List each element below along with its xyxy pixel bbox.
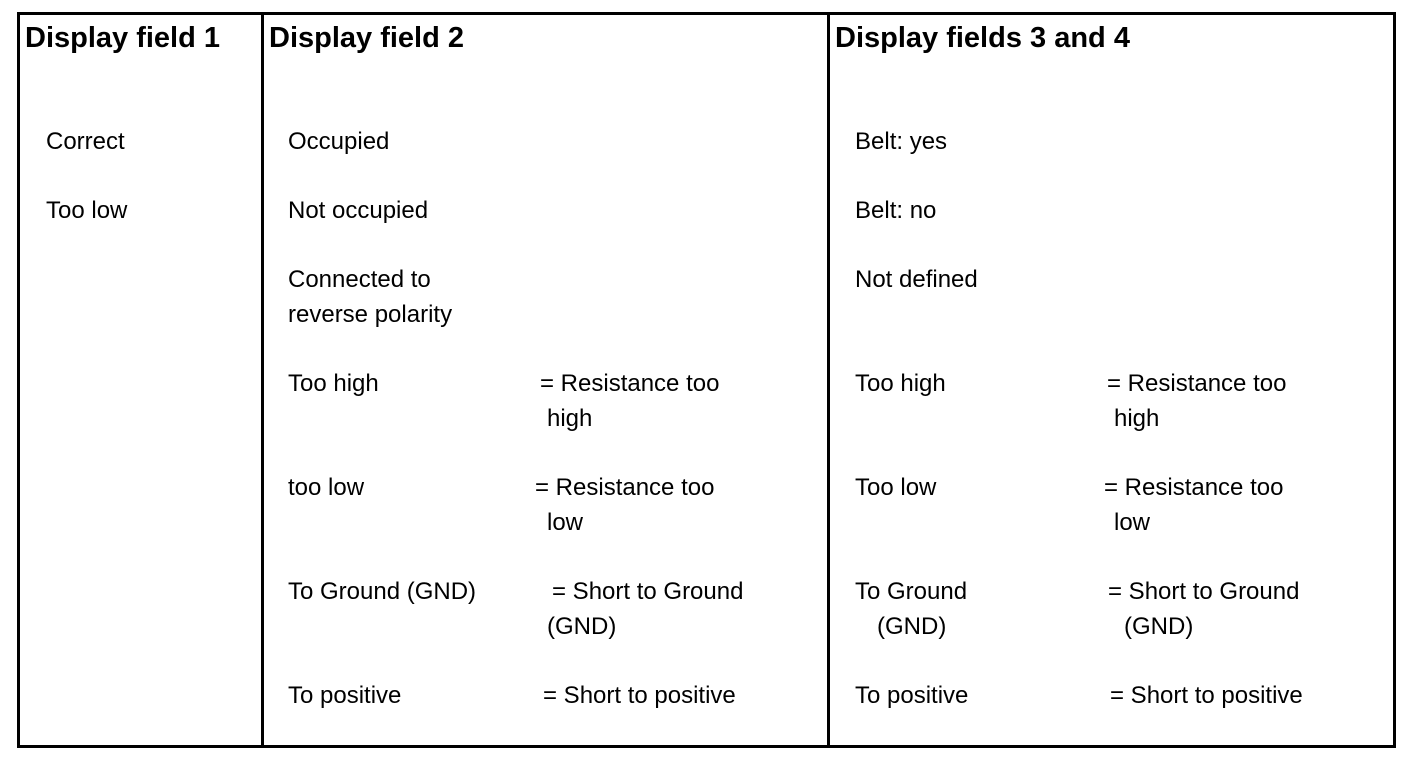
field1-item-too-low: Too low bbox=[46, 197, 128, 224]
field34-term-not-defined: Not defined bbox=[855, 266, 978, 293]
field34-term-to-positive: To positive bbox=[855, 682, 969, 709]
field34-meaning-too-high-line2: high bbox=[1114, 405, 1160, 432]
field2-term-to-positive: To positive bbox=[288, 682, 402, 709]
field2-meaning-too-low-line2: low bbox=[547, 509, 584, 536]
field2-term-to-ground: To Ground (GND) bbox=[288, 578, 477, 605]
field34-meaning-too-low-line2: low bbox=[1114, 509, 1151, 536]
field2-term-reverse-polarity-line2: reverse polarity bbox=[288, 301, 453, 328]
field34-meaning-to-ground-line1: = Short to Ground bbox=[1108, 578, 1300, 605]
column-divider-1 bbox=[261, 15, 264, 745]
field34-term-to-ground-line2: (GND) bbox=[877, 613, 947, 640]
field2-term-reverse-polarity-line1: Connected to bbox=[288, 266, 431, 293]
header-display-field-2: Display field 2 bbox=[269, 22, 465, 54]
field34-term-too-high: Too high bbox=[855, 370, 946, 397]
field2-meaning-to-ground-line1: = Short to Ground bbox=[552, 578, 744, 605]
field2-meaning-too-high-line2: high bbox=[547, 405, 593, 432]
field2-meaning-too-high-line1: = Resistance too bbox=[540, 370, 720, 397]
field2-meaning-to-ground-line2: (GND) bbox=[547, 613, 617, 640]
field34-meaning-to-ground-line2: (GND) bbox=[1124, 613, 1194, 640]
field34-meaning-to-positive: = Short to positive bbox=[1110, 682, 1303, 709]
display-fields-table: Display field 1 Correct Too low Display … bbox=[17, 12, 1396, 748]
column-divider-2 bbox=[827, 15, 830, 745]
field34-term-too-low: Too low bbox=[855, 474, 937, 501]
field2-meaning-too-low-line1: = Resistance too bbox=[535, 474, 715, 501]
header-display-fields-3-and-4: Display fields 3 and 4 bbox=[835, 22, 1130, 54]
field2-term-occupied: Occupied bbox=[288, 128, 390, 155]
field2-term-not-occupied: Not occupied bbox=[288, 197, 429, 224]
field34-meaning-too-low-line1: = Resistance too bbox=[1104, 474, 1284, 501]
field1-item-correct: Correct bbox=[46, 128, 125, 155]
field2-meaning-to-positive: = Short to positive bbox=[543, 682, 736, 709]
field2-term-too-high: Too high bbox=[288, 370, 379, 397]
field2-term-too-low: too low bbox=[288, 474, 365, 501]
field34-term-belt-no: Belt: no bbox=[855, 197, 937, 224]
field34-term-belt-yes: Belt: yes bbox=[855, 128, 948, 155]
field34-term-to-ground-line1: To Ground bbox=[855, 578, 968, 605]
header-display-field-1: Display field 1 bbox=[25, 22, 221, 54]
field34-meaning-too-high-line1: = Resistance too bbox=[1107, 370, 1287, 397]
